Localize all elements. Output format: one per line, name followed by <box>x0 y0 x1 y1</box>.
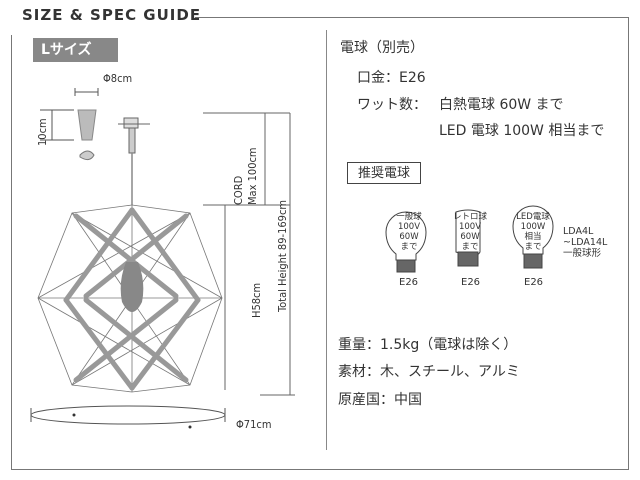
material-spec: 素材：木、スチール、アルミ <box>338 364 520 380</box>
frame-top-line <box>195 17 629 18</box>
cord-label: CORD <box>232 175 245 205</box>
wattage-incandescent: 白熱電球 60W まで <box>439 97 564 113</box>
frame-left-line <box>11 35 12 470</box>
bulb-led-base: E26 <box>524 277 544 288</box>
weight-spec: 重量：1.5kg（電球は除く） <box>338 337 518 353</box>
lda-range: LDA4L ~LDA14L 一般球形 <box>563 226 608 259</box>
bulb-retro-base: E26 <box>461 277 481 288</box>
bulb-silhouette <box>120 262 144 312</box>
socket-spec: 口金：E26 <box>357 70 426 86</box>
wattage-label: ワット数： <box>357 97 427 113</box>
cord-max-label: Max 100cm <box>246 147 259 205</box>
cord-dimension <box>203 112 295 396</box>
origin-spec: 原産国：中国 <box>338 392 422 408</box>
bulb-retro-text: レトロ球 100V 60W まで <box>452 212 487 252</box>
wattage-led: LED 電球 100W 相当まで <box>439 123 605 139</box>
size-badge: Lサイズ <box>33 38 118 62</box>
shade-diameter-label: Φ71cm <box>236 418 272 431</box>
column-divider <box>326 30 327 450</box>
canopy-height-label: 10cm <box>36 118 49 146</box>
bulb-icons <box>385 205 554 273</box>
total-height-label: Total Height 89-169cm <box>276 199 289 312</box>
canopy-detail <box>40 88 99 161</box>
bulb-standard-text: 一般球 100V 60W まで <box>396 212 422 252</box>
bulb-standard-base: E26 <box>399 277 419 288</box>
diameter-ellipse <box>30 405 226 425</box>
bulb-led-text: LED電球 100W 相当 まで <box>516 212 550 252</box>
shade-bars <box>63 207 201 391</box>
frame-bottom-line <box>11 469 629 470</box>
canopy-diameter-label: Φ8cm <box>103 72 133 85</box>
ceiling-fitting <box>118 117 150 154</box>
guide-title: SIZE & SPEC GUIDE <box>22 6 202 24</box>
bulb-heading: 電球（別売） <box>340 40 424 56</box>
frame-right-line <box>628 17 629 470</box>
shade-height-label: H58cm <box>250 282 263 318</box>
recommended-badge: 推奨電球 <box>347 162 421 184</box>
